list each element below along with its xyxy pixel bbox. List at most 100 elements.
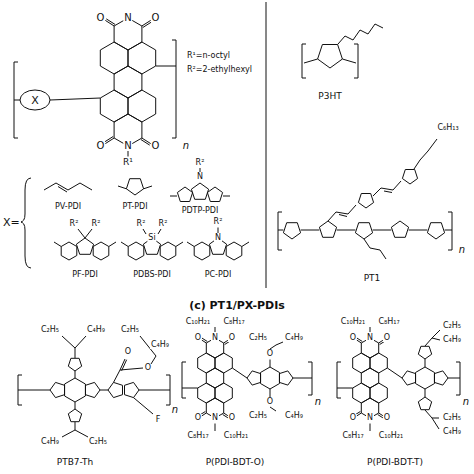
double-bond — [104, 136, 113, 142]
five-membered-ring — [50, 382, 65, 397]
repeat-index: n — [462, 397, 470, 407]
atom-label: O — [266, 350, 274, 358]
side-chain-label: C₈H₁₇ — [222, 318, 245, 326]
atom-label: N — [211, 414, 219, 422]
double-bond — [384, 191, 392, 193]
polymer-bracket — [278, 212, 282, 250]
substituent-label: R² — [213, 218, 224, 226]
repeat-index: n — [458, 245, 466, 255]
side-chain-label: C₄H₉ — [284, 412, 304, 420]
side-chain-label: C₂H₅ — [120, 326, 140, 334]
bond — [293, 378, 312, 379]
atom-label: N — [366, 414, 374, 422]
polymer-bracket — [354, 44, 358, 78]
alkyl-chain — [338, 24, 383, 45]
bond — [301, 230, 320, 231]
bond — [118, 186, 126, 189]
bond — [176, 242, 183, 247]
substituent-ellipse — [20, 90, 50, 110]
side-chain-label: C₄H₉ — [442, 428, 462, 436]
five-membered-ring — [247, 371, 261, 385]
substituent-label: R² — [91, 220, 102, 228]
five-membered-ring — [76, 238, 93, 254]
bond — [448, 378, 460, 379]
atom-label: O — [194, 414, 202, 422]
alkyl-chain — [62, 422, 75, 437]
benzene-ring — [416, 367, 435, 389]
bond — [54, 242, 61, 247]
compound-name: PC-PDI — [204, 271, 233, 279]
atom-label: O — [228, 334, 236, 342]
atom-label: O — [228, 414, 236, 422]
substituent-label: R² — [195, 159, 206, 167]
bond — [78, 229, 85, 238]
side-chain-label: C₄H₉ — [442, 336, 462, 344]
divider-line — [266, 2, 267, 288]
side-chain-label: C₈H₁₇ — [377, 318, 400, 326]
vinylene-chain — [373, 181, 401, 196]
polymer-bracket — [166, 375, 170, 405]
bond — [200, 168, 201, 172]
repeat-index: n — [171, 405, 179, 415]
bond — [158, 229, 161, 234]
benzene-ring — [128, 90, 156, 122]
substituent-label: R² — [158, 220, 169, 228]
side-chain-label: C₁₀H₂₁ — [378, 432, 404, 440]
bond — [182, 388, 198, 389]
compound-name: PV-PDI — [54, 203, 82, 211]
alkyl-chain — [270, 342, 283, 349]
side-chain-label: C₆H₁₃ — [436, 124, 459, 132]
bond — [143, 229, 146, 234]
side-chain-label: C₂H₅ — [442, 322, 462, 330]
compound-name: P(PDI-BDT-T) — [366, 458, 424, 467]
alkyl-chain — [270, 407, 276, 411]
bond — [156, 66, 176, 67]
polymer-bracket — [172, 40, 176, 138]
bond — [121, 242, 128, 247]
benzene-ring — [128, 242, 144, 260]
compound-name: P3HT — [317, 92, 342, 101]
bond — [370, 327, 371, 332]
five-membered-ring — [418, 346, 431, 359]
atom-label: F — [155, 416, 162, 424]
double-bond — [339, 215, 347, 217]
alkyl-chain — [75, 430, 88, 437]
benzene-ring — [100, 90, 128, 122]
bond — [139, 390, 170, 391]
five-membered-ring — [319, 221, 336, 237]
alkyl-chain — [75, 336, 86, 348]
atom-label: N — [211, 334, 219, 342]
bond — [134, 398, 154, 414]
polymer-bracket — [308, 362, 312, 395]
atom-label: O — [151, 13, 161, 23]
bond — [242, 242, 249, 247]
alkyl-chain — [432, 418, 439, 429]
double-bond — [357, 338, 363, 342]
substituent-note: R¹=n-octyl — [186, 52, 231, 60]
substituent-symbol: X= — [2, 217, 21, 228]
atom-label: Si — [147, 234, 156, 242]
repeat-index: n — [314, 397, 322, 407]
five-membered-ring — [279, 371, 293, 385]
compound-name: PT-PDI — [121, 203, 148, 211]
bond — [223, 196, 230, 197]
five-membered-ring — [68, 409, 81, 422]
atom-label: N — [196, 173, 204, 181]
five-membered-ring — [402, 371, 416, 385]
polymer-bracket — [302, 44, 306, 78]
alkyl-chain — [432, 338, 440, 340]
five-membered-ring — [283, 223, 300, 239]
bond — [170, 196, 177, 197]
five-membered-ring — [358, 194, 373, 209]
double-bond — [141, 140, 150, 146]
figure-caption: (c) PT1/PX-PDIs — [187, 300, 287, 311]
side-chain-label: C₄H₉ — [150, 341, 170, 349]
substituent-note: R²=2-ethylhexyl — [186, 66, 253, 74]
double-bond — [58, 187, 67, 193]
bond — [120, 368, 143, 370]
polymer-bracket — [182, 362, 186, 398]
atom-label: O — [151, 141, 161, 151]
bond — [270, 360, 271, 368]
five-membered-ring — [318, 45, 343, 69]
